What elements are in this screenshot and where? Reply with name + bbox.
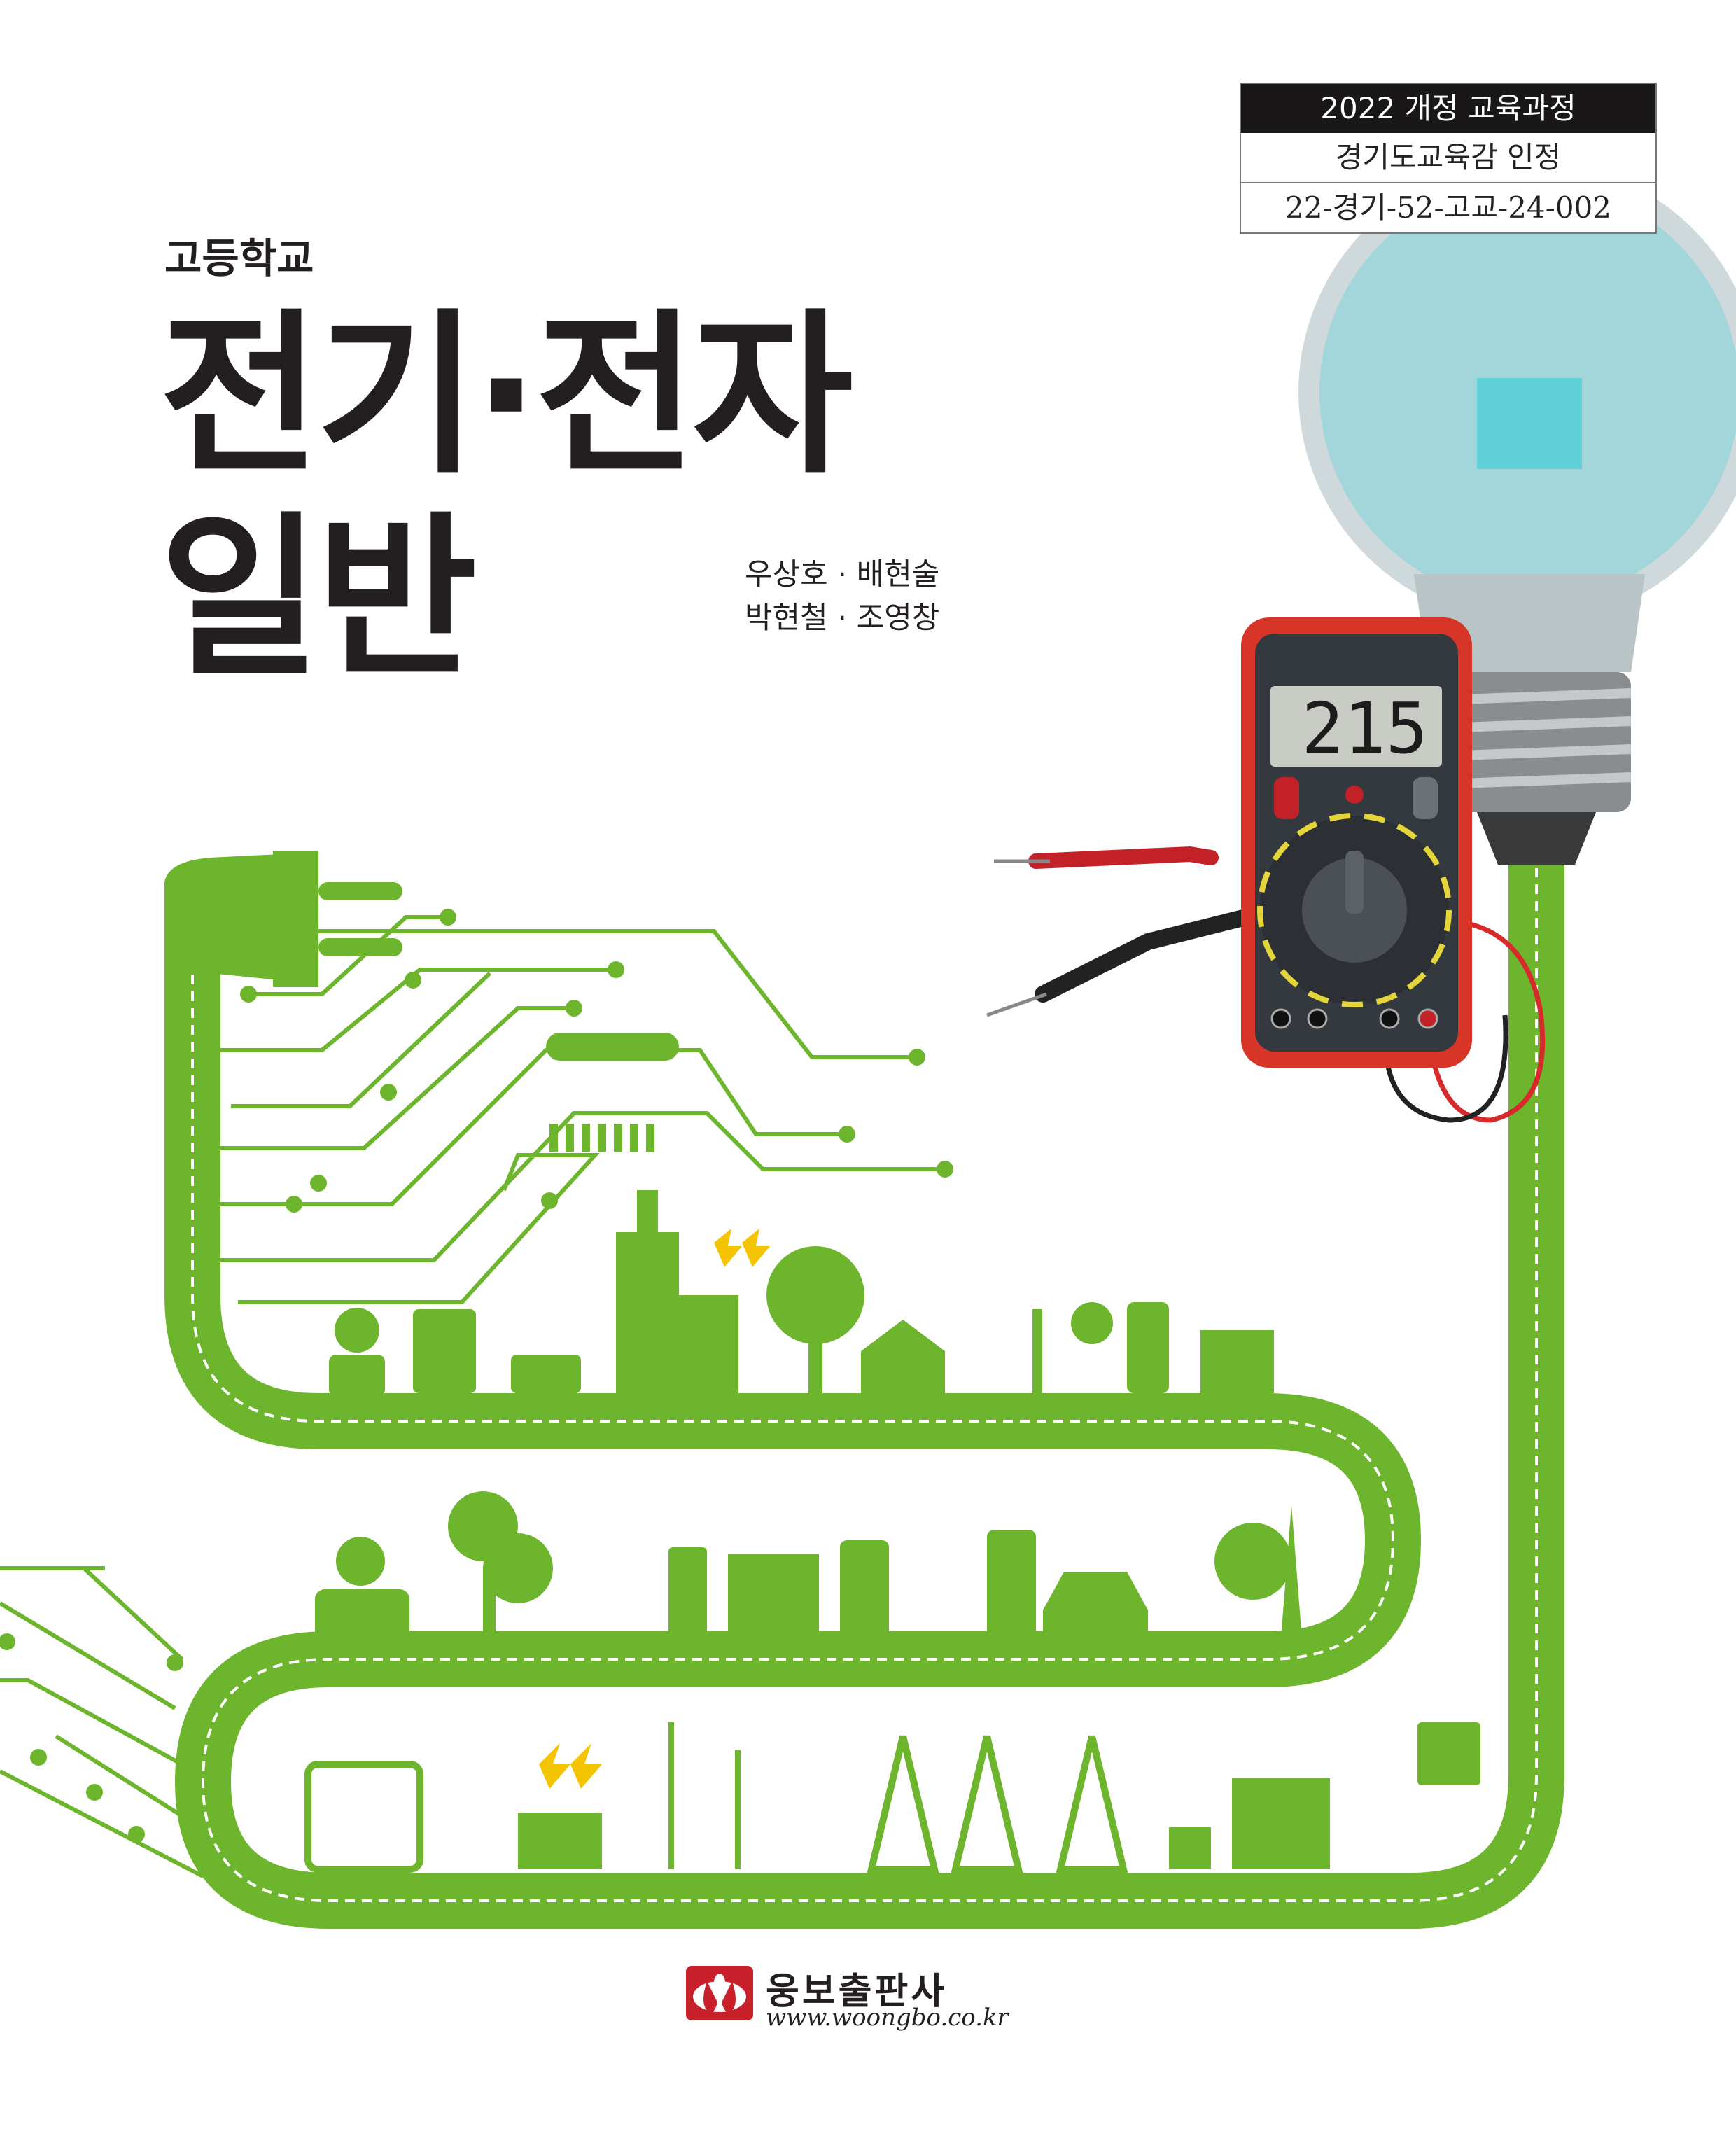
publisher-name: 웅보출판사 — [766, 1971, 948, 2013]
light-bulb-illustration — [1298, 161, 1736, 865]
publisher-logo-mark — [686, 1966, 753, 2020]
multimeter-illustration: 215 — [986, 617, 1546, 1123]
plug-icon — [164, 851, 402, 987]
lightning-icons — [539, 1229, 770, 1789]
approval-label: 경기도교육감 인정 — [1241, 133, 1656, 183]
book-title-line2: 일반 — [160, 496, 477, 700]
authors: 우상호 · 배현술 박현철 · 조영창 — [745, 553, 939, 640]
curriculum-label: 2022 개정 교육과정 — [1241, 84, 1656, 133]
school-level: 고등학교 — [164, 235, 314, 282]
city-silhouettes — [304, 1190, 1480, 1873]
book-title-line1: 전기·전자 — [160, 293, 853, 497]
approval-box: 2022 개정 교육과정 경기도교육감 인정 22-경기-52-고교-24-00… — [1240, 83, 1657, 234]
publisher-url: www.woongbo.co.kr — [766, 2004, 1009, 2032]
authors-line2: 박현철 · 조영창 — [745, 601, 940, 636]
circuit-nodes — [0, 909, 953, 1843]
multimeter-display: 215 — [1301, 687, 1428, 769]
approval-code: 22-경기-52-고교-24-002 — [1284, 190, 1611, 225]
authors-line1: 우상호 · 배현술 — [745, 557, 940, 592]
circuit-traces — [0, 915, 945, 1878]
